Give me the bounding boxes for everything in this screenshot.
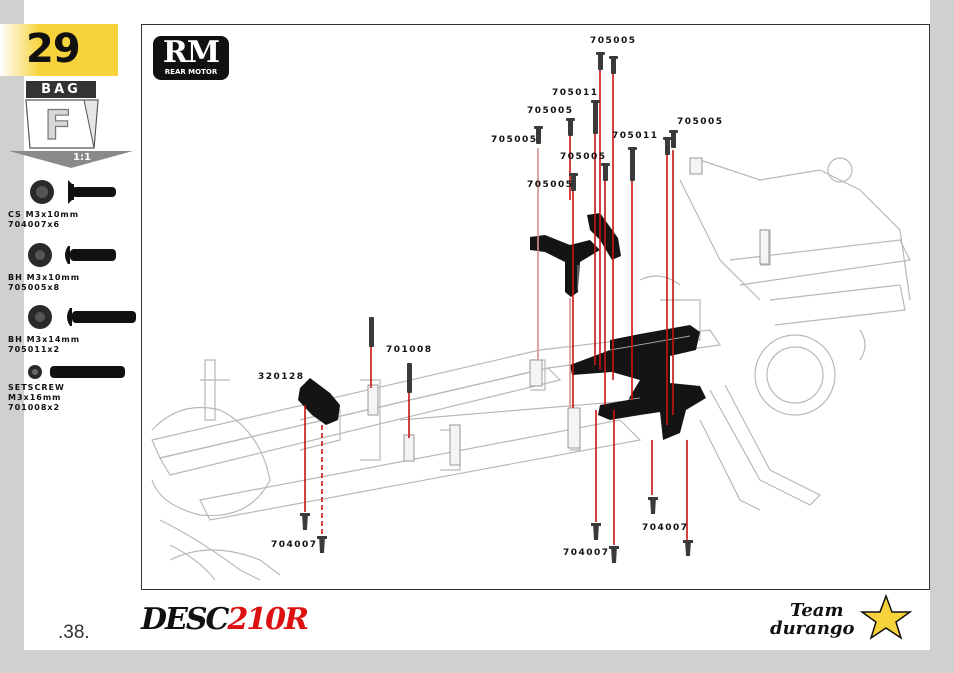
callout-label: 705011 <box>612 131 659 141</box>
callout-label: 705005 <box>527 106 574 116</box>
callout-label: 705005 <box>677 117 724 127</box>
callout-lines <box>304 65 688 545</box>
cs-screw-icon <box>30 180 116 204</box>
callout-label: 705005 <box>560 152 607 162</box>
rear-motor-badge: RM REAR MOTOR <box>153 36 229 80</box>
scale-label: 1:1 <box>73 152 91 163</box>
black-parts <box>298 213 706 440</box>
callout-label: 705005 <box>491 135 538 145</box>
setscrew-icon <box>28 365 125 379</box>
callout-label: 705011 <box>552 88 599 98</box>
callout-labels: 705005 705011 705005 705005 705011 70500… <box>258 36 724 558</box>
assembly-illustration: 705005 705011 705005 705005 705011 70500… <box>151 36 911 581</box>
callout-label: 704007 <box>642 523 689 533</box>
step-number-box <box>0 24 118 76</box>
callout-label: 320128 <box>258 372 305 382</box>
part-320128 <box>298 378 340 425</box>
bag-letter-icon: F <box>25 99 99 149</box>
callout-label: 705005 <box>527 180 574 190</box>
callout-label: 705005 <box>590 36 637 46</box>
star-icon <box>859 594 913 640</box>
motor-mount-plate <box>570 325 706 440</box>
callout-label: 704007 <box>563 548 610 558</box>
callout-label: 701008 <box>386 345 433 355</box>
chassis-line-art <box>151 157 911 581</box>
bh-screw-10-icon <box>28 243 116 267</box>
bh-screw-14-icon <box>28 305 136 329</box>
bag-label: BAG <box>26 81 96 98</box>
desc210r-logo: DESC210R <box>141 602 309 637</box>
assembly-frame <box>141 24 930 590</box>
scale-arrow-icon <box>9 151 133 168</box>
screw-icons <box>300 52 693 563</box>
bag-letter: F <box>44 103 71 149</box>
callout-label: 704007 <box>271 540 318 550</box>
rear-mount-left <box>530 235 600 297</box>
page-number: .38. <box>58 622 90 643</box>
step-number: 29 <box>26 26 81 72</box>
